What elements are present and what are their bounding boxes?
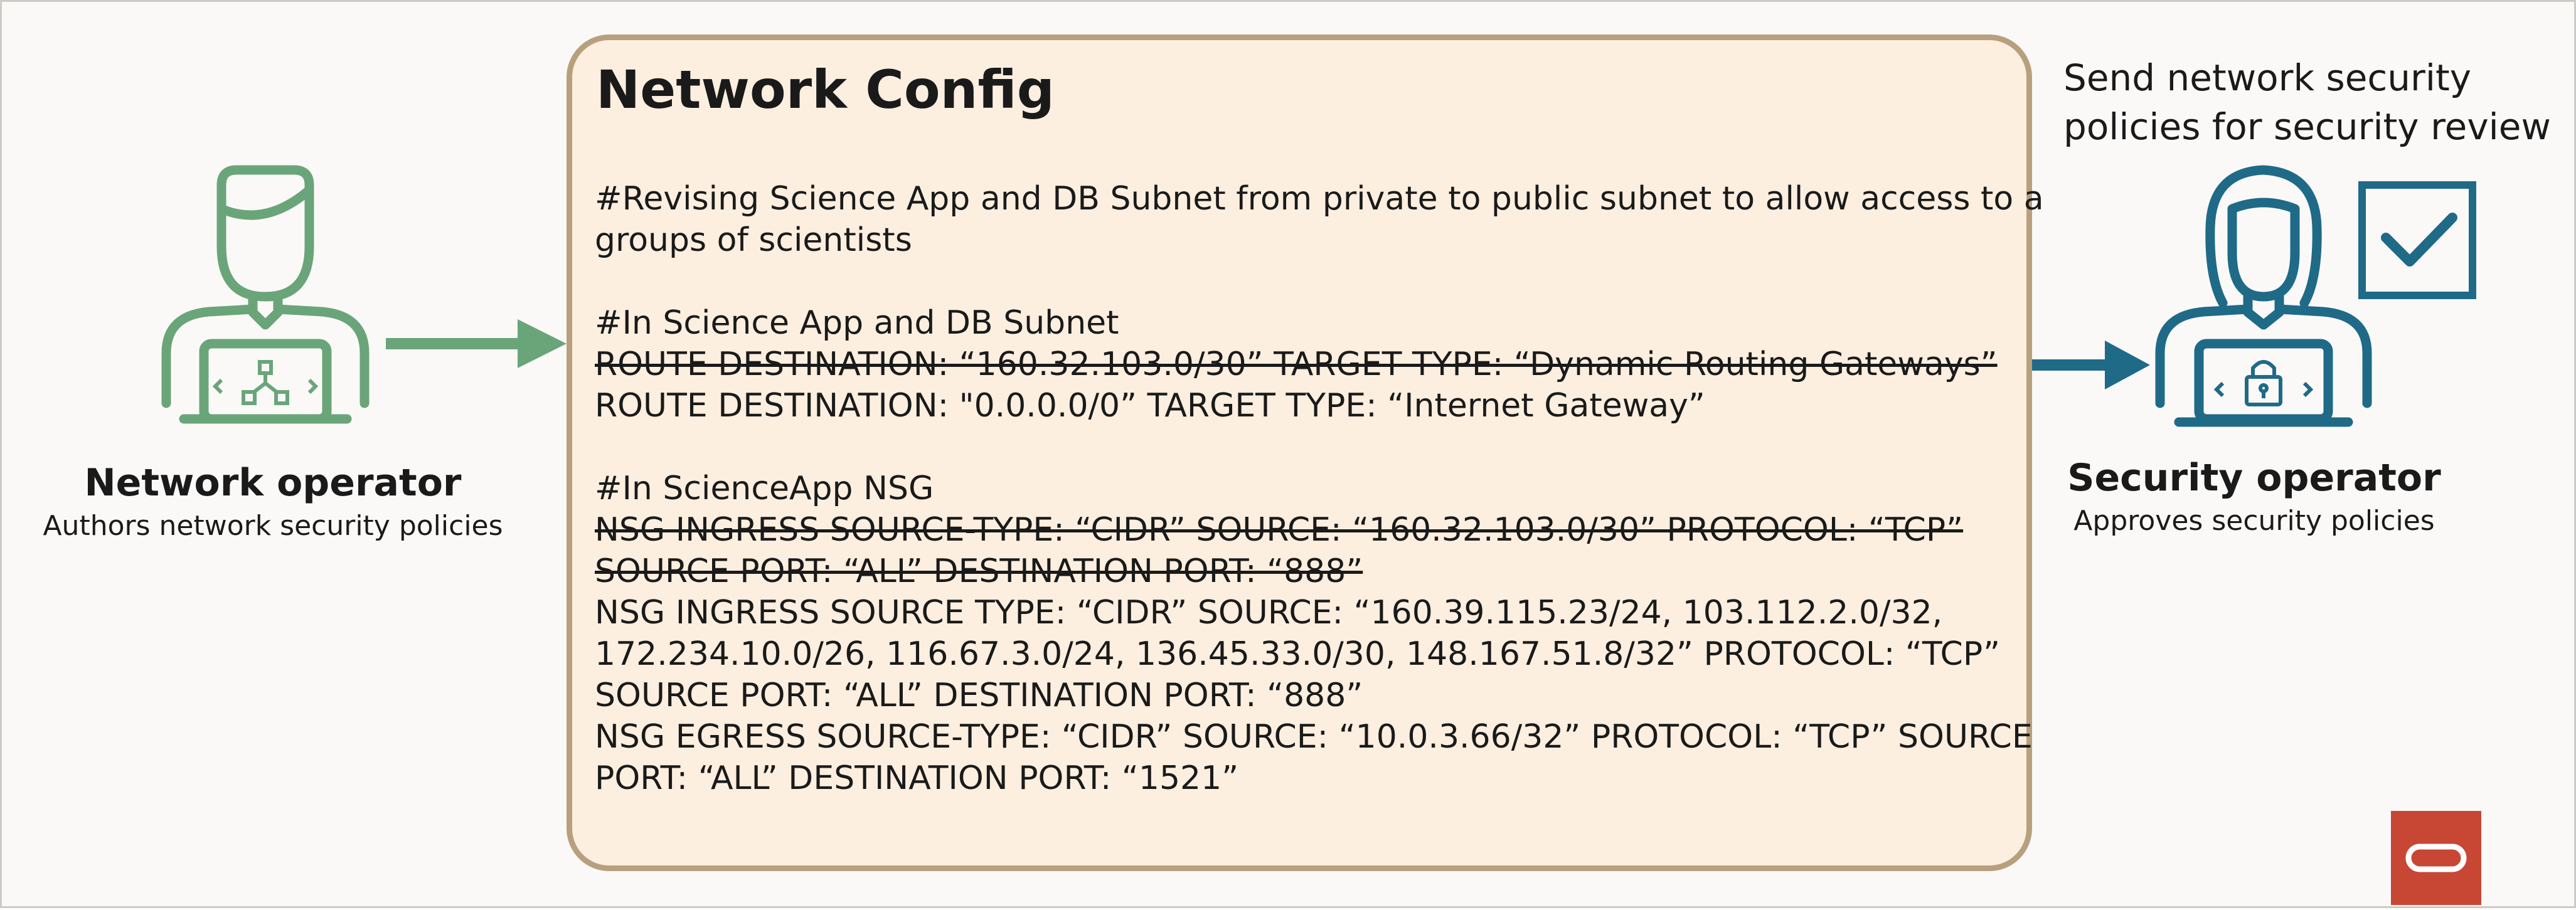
arrow-to-config xyxy=(386,319,567,368)
config-line: PORT: “ALL” DESTINATION PORT: “1521” xyxy=(595,759,1239,797)
network-operator-icon xyxy=(161,165,370,424)
security-operator-icon xyxy=(2155,165,2372,427)
security-operator-label: Security operator Approves security poli… xyxy=(2003,456,2505,537)
network-operator-label: Network operator Authors network securit… xyxy=(22,461,524,542)
network-glyph-icon xyxy=(212,360,319,405)
review-note-line: Send network security xyxy=(2063,56,2472,99)
oracle-logo-icon xyxy=(2391,811,2481,905)
config-blank-line xyxy=(595,261,2000,302)
config-line: #In Science App and DB Subnet xyxy=(595,304,1119,342)
config-line-struck: SOURCE PORT: “ALL” DESTINATION PORT: “88… xyxy=(595,553,1363,590)
config-line: #In ScienceApp NSG xyxy=(595,470,934,507)
checkbox-icon xyxy=(2358,181,2476,299)
config-title: Network Config xyxy=(596,59,1055,120)
config-line-struck: ROUTE DESTINATION: “160.32.103.0/30” TAR… xyxy=(595,346,1998,383)
security-operator-name: Security operator xyxy=(2067,456,2441,500)
review-note: Send network security policies for secur… xyxy=(2063,53,2551,151)
network-operator-name: Network operator xyxy=(84,461,462,505)
config-line: NSG EGRESS SOURCE-TYPE: “CIDR” SOURCE: “… xyxy=(595,718,2033,756)
lock-glyph-icon xyxy=(2213,360,2314,406)
config-line-struck: NSG INGRESS SOURCE-TYPE: “CIDR” SOURCE: … xyxy=(595,511,1964,549)
config-line: groups of scientists xyxy=(595,221,912,259)
config-line: SOURCE PORT: “ALL” DESTINATION PORT: “88… xyxy=(595,677,1363,714)
review-note-line: policies for security review xyxy=(2063,105,2551,148)
config-line: 172.234.10.0/26, 116.67.3.0/24, 136.45.3… xyxy=(595,635,2001,673)
security-operator-description: Approves security policies xyxy=(2073,505,2435,537)
network-operator-description: Authors network security policies xyxy=(43,510,503,542)
network-config-panel: Network Config #Revising Science App and… xyxy=(567,34,2044,871)
config-body: #Revising Science App and DB Subnet from… xyxy=(595,178,2044,799)
config-line: NSG INGRESS SOURCE TYPE: “CIDR” SOURCE: … xyxy=(595,594,1943,632)
config-line: ROUTE DESTINATION: "0.0.0.0/0” TARGET TY… xyxy=(595,387,1705,425)
config-blank-line xyxy=(595,426,2000,468)
config-line: #Revising Science App and DB Subnet from… xyxy=(595,180,2044,218)
